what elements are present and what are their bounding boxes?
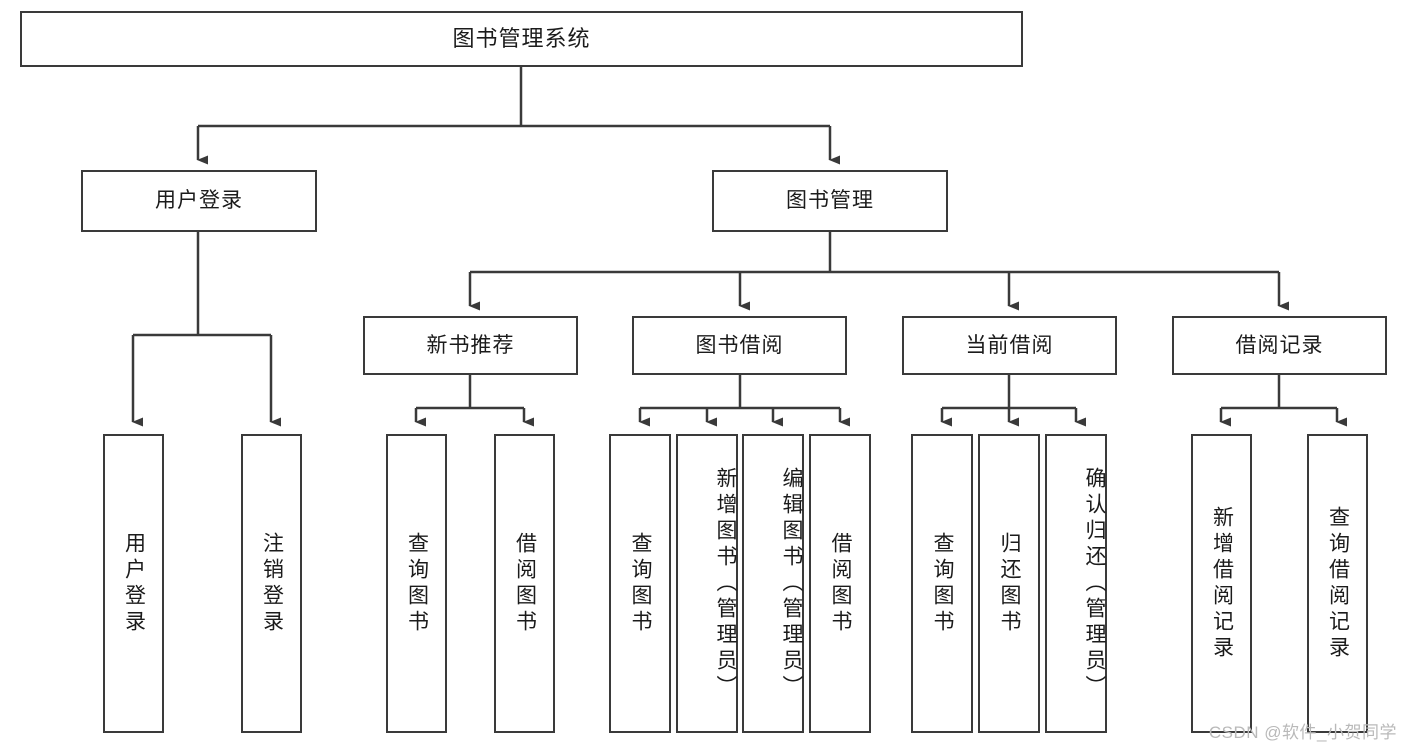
leaf-borrow-record-query[interactable]: 查询借阅记录	[1307, 434, 1368, 733]
leaf-book-borrow-borrow[interactable]: 借阅图书	[809, 434, 871, 733]
leaf-label: 新增借阅记录	[1210, 505, 1234, 662]
leaf-user-login-signin[interactable]: 用户登录	[103, 434, 164, 733]
leaf-book-borrow-edit[interactable]: 编辑图书（管理员）	[742, 434, 804, 733]
node-root-system[interactable]: 图书管理系统	[20, 11, 1023, 67]
leaf-label: 查询图书	[931, 531, 955, 636]
leaf-new-book-query[interactable]: 查询图书	[386, 434, 447, 733]
node-book-management[interactable]: 图书管理	[712, 170, 948, 232]
node-new-book-recommend[interactable]: 新书推荐	[363, 316, 578, 375]
leaf-label: 借阅图书	[829, 531, 853, 636]
leaf-borrow-record-add[interactable]: 新增借阅记录	[1191, 434, 1252, 733]
leaf-book-borrow-add[interactable]: 新增图书（管理员）	[676, 434, 738, 733]
leaf-current-borrow-return[interactable]: 归还图书	[978, 434, 1040, 733]
leaf-user-login-signout[interactable]: 注销登录	[241, 434, 302, 733]
leaf-current-borrow-query[interactable]: 查询图书	[911, 434, 973, 733]
leaf-label: 注销登录	[260, 531, 284, 636]
leaf-label: 查询借阅记录	[1326, 505, 1350, 662]
node-borrow-record[interactable]: 借阅记录	[1172, 316, 1387, 375]
leaf-current-borrow-confirm-return[interactable]: 确认归还（管理员）	[1045, 434, 1107, 733]
leaf-label: 编辑图书（管理员）	[780, 466, 803, 701]
node-current-borrow[interactable]: 当前借阅	[902, 316, 1117, 375]
leaf-label: 新增图书（管理员）	[714, 466, 737, 701]
leaf-label: 用户登录	[122, 531, 146, 636]
leaf-label: 归还图书	[998, 531, 1022, 636]
leaf-book-borrow-query[interactable]: 查询图书	[609, 434, 671, 733]
leaf-new-book-borrow[interactable]: 借阅图书	[494, 434, 555, 733]
node-user-login[interactable]: 用户登录	[81, 170, 317, 232]
leaf-label: 查询图书	[629, 531, 653, 636]
watermark-csdn: CSDN @软件_小贺同学	[1208, 723, 1397, 742]
node-book-borrow[interactable]: 图书借阅	[632, 316, 847, 375]
leaf-label: 确认归还（管理员）	[1083, 466, 1106, 701]
leaf-label: 借阅图书	[513, 531, 537, 636]
leaf-label: 查询图书	[405, 531, 429, 636]
